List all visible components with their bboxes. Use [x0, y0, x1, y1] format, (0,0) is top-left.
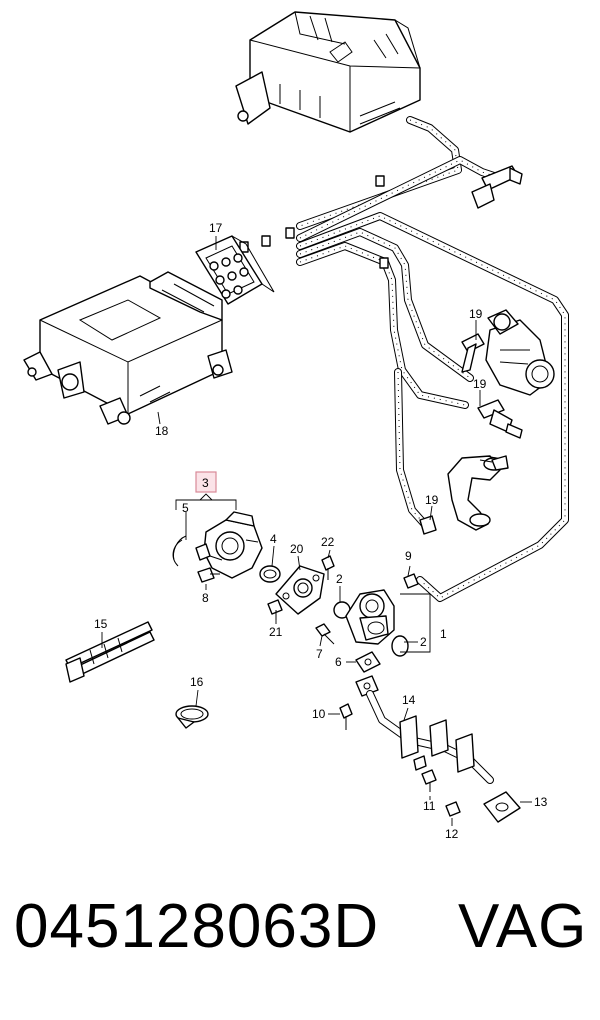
egr-valve-1 — [345, 589, 409, 657]
brand-text: VAG — [458, 892, 588, 961]
callout-5: 5 — [182, 501, 189, 515]
callout-16: 16 — [190, 675, 204, 689]
callout-10: 10 — [312, 707, 326, 721]
exploded-parts-diagram: 17 18 19 19 19 3 5 4 8 20 22 2 21 7 6 9 … — [23, 11, 569, 841]
t-connector — [471, 165, 523, 209]
callout-19b: 19 — [473, 377, 487, 391]
callout-labels: 17 18 19 19 19 3 5 4 8 20 22 2 21 7 6 9 … — [94, 221, 548, 841]
callout-8: 8 — [202, 591, 209, 605]
callout-2a: 2 — [336, 572, 343, 586]
callout-21: 21 — [269, 625, 283, 639]
gasket-6 — [355, 651, 381, 673]
bolt-11 — [421, 769, 437, 792]
callout-9: 9 — [405, 549, 412, 563]
callout-3: 3 — [202, 476, 209, 490]
callout-2b: 2 — [420, 635, 427, 649]
callout-4: 4 — [270, 532, 277, 546]
bolt-8 — [197, 567, 220, 583]
seal-4 — [259, 565, 281, 583]
vacuum-lines — [239, 116, 569, 602]
callout-7: 7 — [316, 647, 323, 661]
bolt-21 — [267, 599, 283, 620]
callout-11: 11 — [423, 799, 436, 813]
vacuum-unit-19b — [477, 399, 523, 439]
bolt-22 — [321, 555, 335, 580]
connector-plug-17 — [195, 235, 275, 305]
o-ring-5 — [172, 535, 187, 567]
nut-12 — [445, 801, 461, 817]
egr-pipe-14 — [355, 675, 494, 784]
callout-6: 6 — [335, 655, 342, 669]
bolt-7 — [315, 623, 335, 645]
callout-22: 22 — [321, 535, 335, 549]
flange-20 — [275, 565, 325, 615]
hose-clamp-16 — [175, 705, 209, 729]
callout-20: 20 — [290, 542, 304, 556]
callout-15: 15 — [94, 617, 108, 631]
callout-18: 18 — [155, 424, 169, 438]
bolt-10 — [339, 703, 353, 730]
air-filter-housing — [235, 11, 421, 133]
gasket-13 — [483, 791, 521, 823]
control-unit-18 — [23, 271, 233, 425]
clip-9 — [403, 573, 419, 589]
intake-elbow-pipe — [419, 455, 509, 535]
callout-1: 1 — [440, 627, 447, 641]
callout-13: 13 — [534, 795, 548, 809]
leader-lines — [101, 236, 532, 826]
callout-17: 17 — [209, 221, 223, 235]
callout-19c: 19 — [425, 493, 439, 507]
part-number-text: 045128063D — [14, 892, 380, 961]
highlight-box-3 — [195, 471, 217, 493]
cable-tie-15 — [65, 621, 155, 683]
boost-pressure-valve — [461, 309, 555, 396]
egr-valve-3 — [195, 511, 263, 579]
callout-19a: 19 — [469, 307, 483, 321]
callout-12: 12 — [445, 827, 459, 841]
callout-14: 14 — [402, 693, 416, 707]
